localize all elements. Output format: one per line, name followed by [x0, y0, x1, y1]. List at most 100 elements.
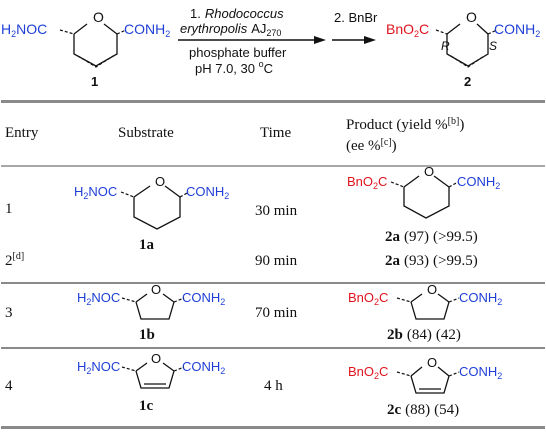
table-top-rule	[1, 100, 545, 103]
substrate-ring-oxygen: O	[155, 174, 165, 189]
reagent-step2: 2. BnBr	[334, 10, 378, 25]
header-product-line2: (ee %[c])	[346, 137, 397, 154]
ring-bond	[437, 293, 450, 303]
entry-cell: 1	[5, 201, 13, 217]
substrate-right-group: CONH2	[182, 359, 225, 376]
table-row-3: 3 70 min H2NOC CONH2 O 1b BnO2C CONH2 O …	[5, 282, 502, 343]
substrate-left-group: H2NOC	[77, 359, 120, 376]
entry-cell: 4	[5, 378, 13, 394]
ring-bonds	[410, 375, 450, 394]
reagent-conditions: pH 7.0, 30 oC	[195, 59, 273, 76]
ring-bond	[164, 185, 181, 198]
hashed-bond	[121, 297, 137, 303]
substrate-right-group: CONH2	[182, 290, 225, 307]
reactant-left-group: H2NOC	[1, 21, 47, 39]
hashed-bond	[121, 366, 137, 372]
substrate-left-group: H2NOC	[74, 184, 117, 201]
reactant-structure-1: H2NOC CONH2 O 1	[1, 9, 170, 89]
reactant-label: 1	[91, 74, 98, 89]
product-left-group: BnO2C	[348, 290, 388, 307]
product-bond	[476, 23, 489, 35]
product-ring-oxygen: O	[424, 164, 434, 179]
ring-bond	[410, 366, 423, 377]
ring-bond	[133, 185, 151, 198]
substrate-label: 1b	[139, 327, 155, 343]
substrate-1c-structure: H2NOC CONH2 O 1c	[77, 351, 225, 414]
product-result-cell: 2c(88)(54)	[387, 402, 459, 418]
product-hashed-bond-left	[435, 29, 448, 35]
hashed-bond	[396, 297, 412, 303]
product-hashed-bond-right	[487, 29, 498, 35]
reaction-arrowhead	[314, 36, 326, 44]
product-result-cell: 2a(97)(>99.5)	[385, 229, 478, 245]
product-label: 2	[464, 74, 471, 89]
table-header: Entry Substrate Time Product (yield %[b]…	[5, 116, 464, 154]
header-substrate: Substrate	[118, 125, 174, 141]
hashed-bond	[396, 371, 412, 377]
table-row-4: 4 4 h H2NOC CONH2 O 1c BnO2C CONH2 O 2c(…	[5, 351, 502, 418]
product-left-group: BnO2C	[348, 364, 388, 381]
time-cell: 90 min	[255, 253, 298, 269]
product-ring-oxygen: O	[466, 9, 477, 25]
reactant-optional-double-bond	[77, 55, 114, 68]
product-result-cell: 2a(93)(>99.5)	[385, 253, 478, 269]
substrate-left-group: H2NOC	[77, 290, 120, 307]
time-cell: 4 h	[264, 378, 283, 394]
product-right-group: CONH2	[459, 364, 502, 381]
ring-bond	[162, 293, 175, 303]
ring-bond	[433, 175, 450, 188]
reactant-bond	[73, 23, 88, 35]
product-ring-bonds	[446, 34, 489, 67]
hashed-bond	[173, 297, 185, 303]
ring-bond	[135, 293, 148, 303]
header-time: Time	[260, 125, 291, 141]
product-bond	[446, 23, 461, 35]
substrate-1b-structure: H2NOC CONH2 O 1b	[77, 282, 225, 343]
product-2a-structure: BnO2C CONH2 O	[347, 164, 500, 219]
product-left-group: BnO2C	[347, 174, 387, 191]
product-right-group: CONH2	[459, 290, 502, 307]
product-stereo-left: R	[441, 39, 450, 53]
hashed-bond	[448, 297, 460, 303]
ring-bonds	[403, 187, 450, 219]
hashed-bond	[390, 181, 405, 188]
entry-cell: 2[d]	[5, 251, 24, 269]
reactant-ring-oxygen: O	[93, 9, 104, 25]
substrate-label: 1c	[139, 398, 154, 414]
product-left-group: BnO2C	[386, 21, 429, 39]
product-stereo-right: S	[489, 39, 497, 53]
time-cell: 30 min	[255, 203, 298, 219]
substrate-1a-structure: H2NOC CONH2 O 1a	[74, 174, 229, 253]
ring-bonds	[133, 197, 181, 230]
product-ring-oxygen: O	[427, 282, 437, 297]
table-bottom-rule	[1, 426, 545, 429]
product-2b-structure: BnO2C CONH2 O	[348, 282, 502, 320]
reagent-step1: 1.Rhodococcus	[190, 6, 284, 21]
hashed-bond	[179, 191, 190, 198]
reactant-hashed-bond-left	[59, 29, 75, 35]
header-entry: Entry	[5, 125, 39, 141]
ring-bond	[403, 175, 420, 188]
ring-bond	[135, 362, 148, 372]
product-right-group: CONH2	[457, 174, 500, 191]
hashed-bond	[173, 366, 185, 372]
substrate-right-group: CONH2	[186, 184, 229, 201]
hashed-bond	[448, 371, 460, 377]
substrate-ring-oxygen: O	[151, 282, 161, 297]
substrate-label: 1a	[139, 237, 155, 253]
header-product-line1: Product (yield %[b])	[346, 116, 464, 133]
ring-bonds	[135, 370, 175, 389]
reagent-buffer: phosphate buffer	[189, 45, 287, 60]
reactant-hashed-bond-right	[116, 29, 127, 35]
ring-bonds	[410, 301, 450, 320]
reaction-arrowhead-2	[364, 36, 376, 44]
table-row-2: 2[d] 90 min 2a(93)(>99.5)	[5, 251, 478, 269]
ring-bond	[162, 362, 175, 372]
entry-cell: 3	[5, 305, 13, 321]
ring-bond	[410, 293, 423, 303]
product-structure-2: BnO2C CONH2 O R S 2	[386, 9, 540, 89]
product-2c-structure: BnO2C CONH2 O	[348, 355, 502, 394]
